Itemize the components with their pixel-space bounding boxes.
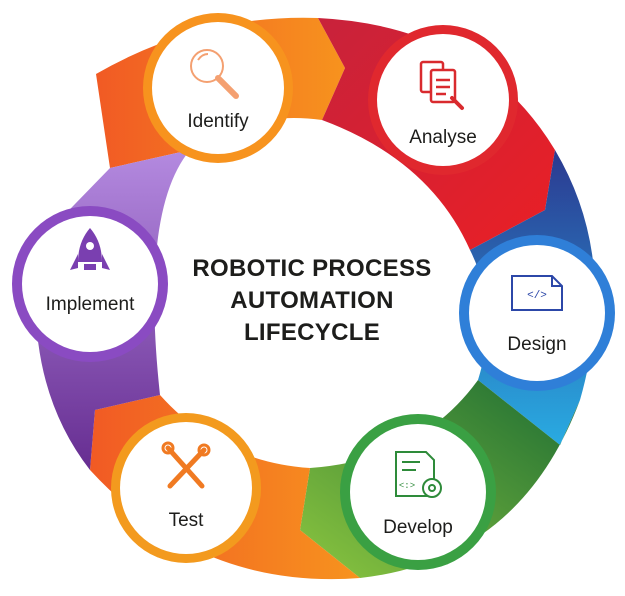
stage-label-test: Test [169, 510, 205, 531]
center-disc [154, 142, 470, 458]
rocket-icon [70, 228, 110, 270]
stage-test: Test [111, 413, 261, 563]
stage-label-design: Design [507, 334, 566, 355]
tools-icon [161, 441, 211, 489]
stage-label-implement: Implement [46, 294, 135, 315]
stage-label-identify: Identify [187, 111, 249, 132]
stage-design: </> Design [459, 235, 615, 391]
stage-implement: Implement [12, 206, 168, 362]
magnifier-icon [190, 49, 239, 99]
svg-text:<:>: <:> [399, 481, 415, 491]
center-title-line-3: LIFECYCLE [244, 319, 380, 346]
documents-icon [419, 60, 464, 110]
center-title: ROBOTIC PROCESS AUTOMATION LIFECYCLE [192, 255, 431, 346]
center-title-line-1: ROBOTIC PROCESS [192, 255, 431, 282]
stage-identify: Identify [143, 13, 293, 163]
center-title-line-2: AUTOMATION [230, 287, 393, 314]
stage-analyse: Analyse [368, 25, 518, 175]
code-document-icon: </> [511, 275, 563, 311]
stage-label-develop: Develop [383, 517, 453, 538]
code-gear-icon: <:> [395, 451, 442, 498]
svg-text:</>: </> [527, 290, 547, 302]
stage-develop: <:> Develop [340, 414, 496, 570]
stage-label-analyse: Analyse [409, 127, 477, 148]
